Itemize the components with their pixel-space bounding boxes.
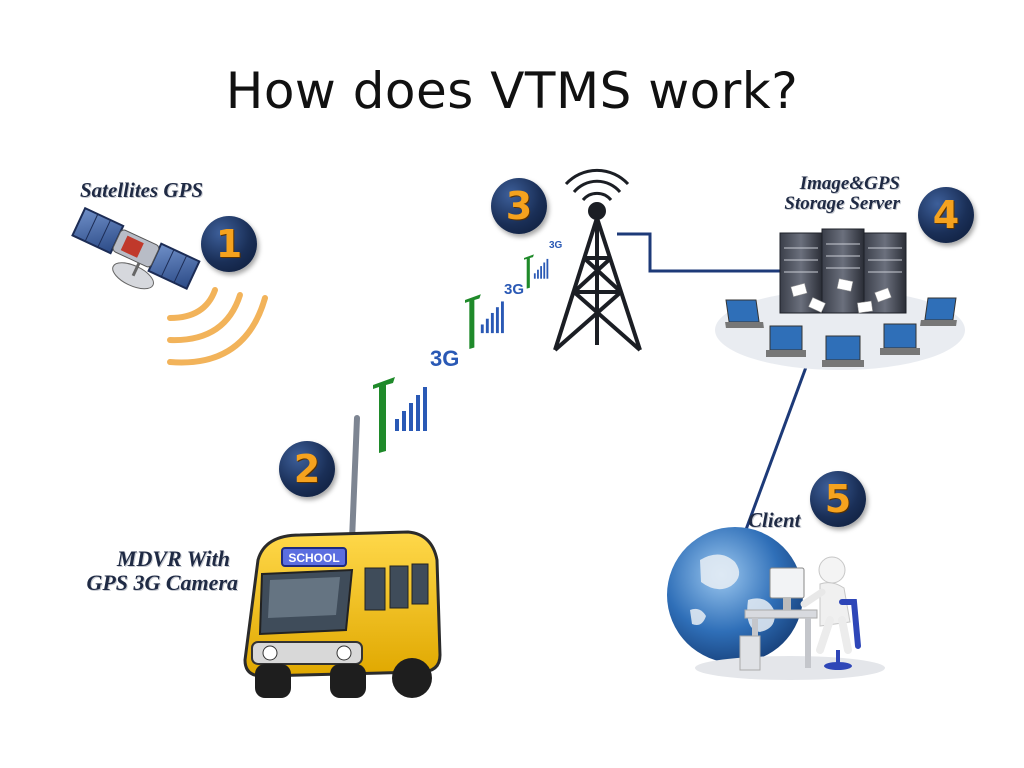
step-number-5: 5 [824, 477, 852, 521]
gps-wave-icon [167, 287, 268, 366]
person-at-desk-icon [695, 556, 885, 680]
laptop-icon [725, 297, 957, 367]
step-number-3: 3 [505, 184, 533, 228]
step-badge-3: 3 [491, 178, 547, 234]
step-number-4: 4 [932, 193, 960, 237]
3g-label-small: 3G [549, 240, 563, 251]
label-mdvr-line2: GPS 3G Camera [86, 570, 238, 595]
label-storage-server-line2: Storage Server [784, 193, 900, 214]
3g-label-large: 3G [430, 346, 459, 371]
step-badge-1: 1 [201, 216, 257, 272]
label-storage-server-line1: Image&GPS [799, 173, 900, 194]
step-number-2: 2 [293, 447, 321, 491]
step-badge-4: 4 [918, 187, 974, 243]
3g-label-medium: 3G [504, 281, 524, 298]
step-badge-2: 2 [279, 441, 335, 497]
step-badge-5: 5 [810, 471, 866, 527]
label-mdvr-line1: MDVR With [116, 546, 230, 571]
label-client: Client [748, 508, 801, 532]
bus-sign-text: SCHOOL [288, 551, 339, 565]
label-satellites-gps: Satellites GPS [80, 178, 204, 202]
3g-signal-icon: 3G 3G 3G [373, 240, 563, 453]
tower-server-link [617, 232, 780, 273]
slide-title: How does VTMS work? [225, 62, 799, 120]
school-bus-icon: SCHOOL [243, 415, 442, 698]
satellite-icon [71, 206, 201, 290]
cell-tower-icon [553, 168, 642, 352]
step-number-1: 1 [215, 222, 243, 266]
